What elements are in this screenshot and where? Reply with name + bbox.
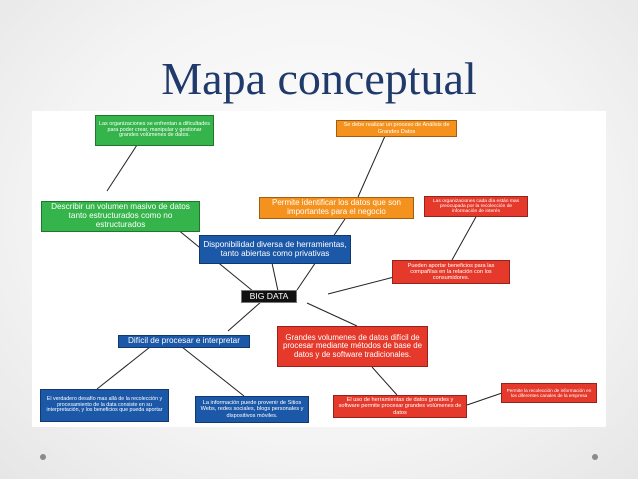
link-aportar-orgpreocupada bbox=[451, 214, 478, 261]
node-big-data: BIG DATA bbox=[241, 290, 297, 303]
node-uso-herramientas: El uso de herramientas de datos grandes … bbox=[333, 395, 467, 418]
link-bigdata-aportar bbox=[327, 276, 395, 295]
link-describir-orgdificultades bbox=[106, 144, 138, 192]
node-permite-identificar: Permite identificar los datos que son im… bbox=[259, 197, 414, 219]
node-org-preocupada: Las organizaciones cada día están mas pr… bbox=[424, 196, 528, 217]
node-disponibilidad: Disponibilidad diversa de herramientas, … bbox=[199, 235, 351, 264]
concept-map-links bbox=[96, 135, 503, 406]
slide-title: Mapa conceptual bbox=[161, 53, 477, 104]
link-disponibilidad-bigdata bbox=[271, 262, 279, 292]
node-desafio: El verdadero desafío mas allá de la reco… bbox=[40, 389, 169, 422]
link-grandes-uso bbox=[371, 366, 398, 396]
link-bigdata-grandes bbox=[306, 302, 358, 327]
slide-dot-left bbox=[40, 454, 46, 460]
link-uso-recoleccion bbox=[466, 392, 503, 406]
link-dificil-informacion bbox=[181, 346, 245, 397]
node-recoleccion-canales: Permite la recolección de información en… bbox=[501, 383, 597, 403]
concept-map: Las organizaciones se enfrentan a dificu… bbox=[32, 111, 606, 427]
link-bigdata-dificil bbox=[227, 300, 263, 332]
node-describir: Describir un volumen masivo de datos tan… bbox=[41, 201, 200, 232]
slide-dot-right bbox=[592, 454, 598, 460]
node-informacion-sitios: La información puede provenir de Sitios … bbox=[195, 396, 309, 423]
node-aportar: Pueden aportar beneficios para las compa… bbox=[392, 260, 510, 284]
node-org-dificultades: Las organizaciones se enfrentan a dificu… bbox=[95, 115, 214, 146]
node-dificil: Difícil de procesar e interpretar bbox=[118, 335, 250, 348]
link-permite-proceso bbox=[357, 135, 386, 198]
node-proceso-analisis: Se debe realizar un proceso de Análisis … bbox=[336, 120, 457, 137]
node-grandes-volumenes: Grandes volumenes de datos difícil de pr… bbox=[277, 326, 428, 367]
link-dificil-desafio bbox=[96, 346, 151, 390]
